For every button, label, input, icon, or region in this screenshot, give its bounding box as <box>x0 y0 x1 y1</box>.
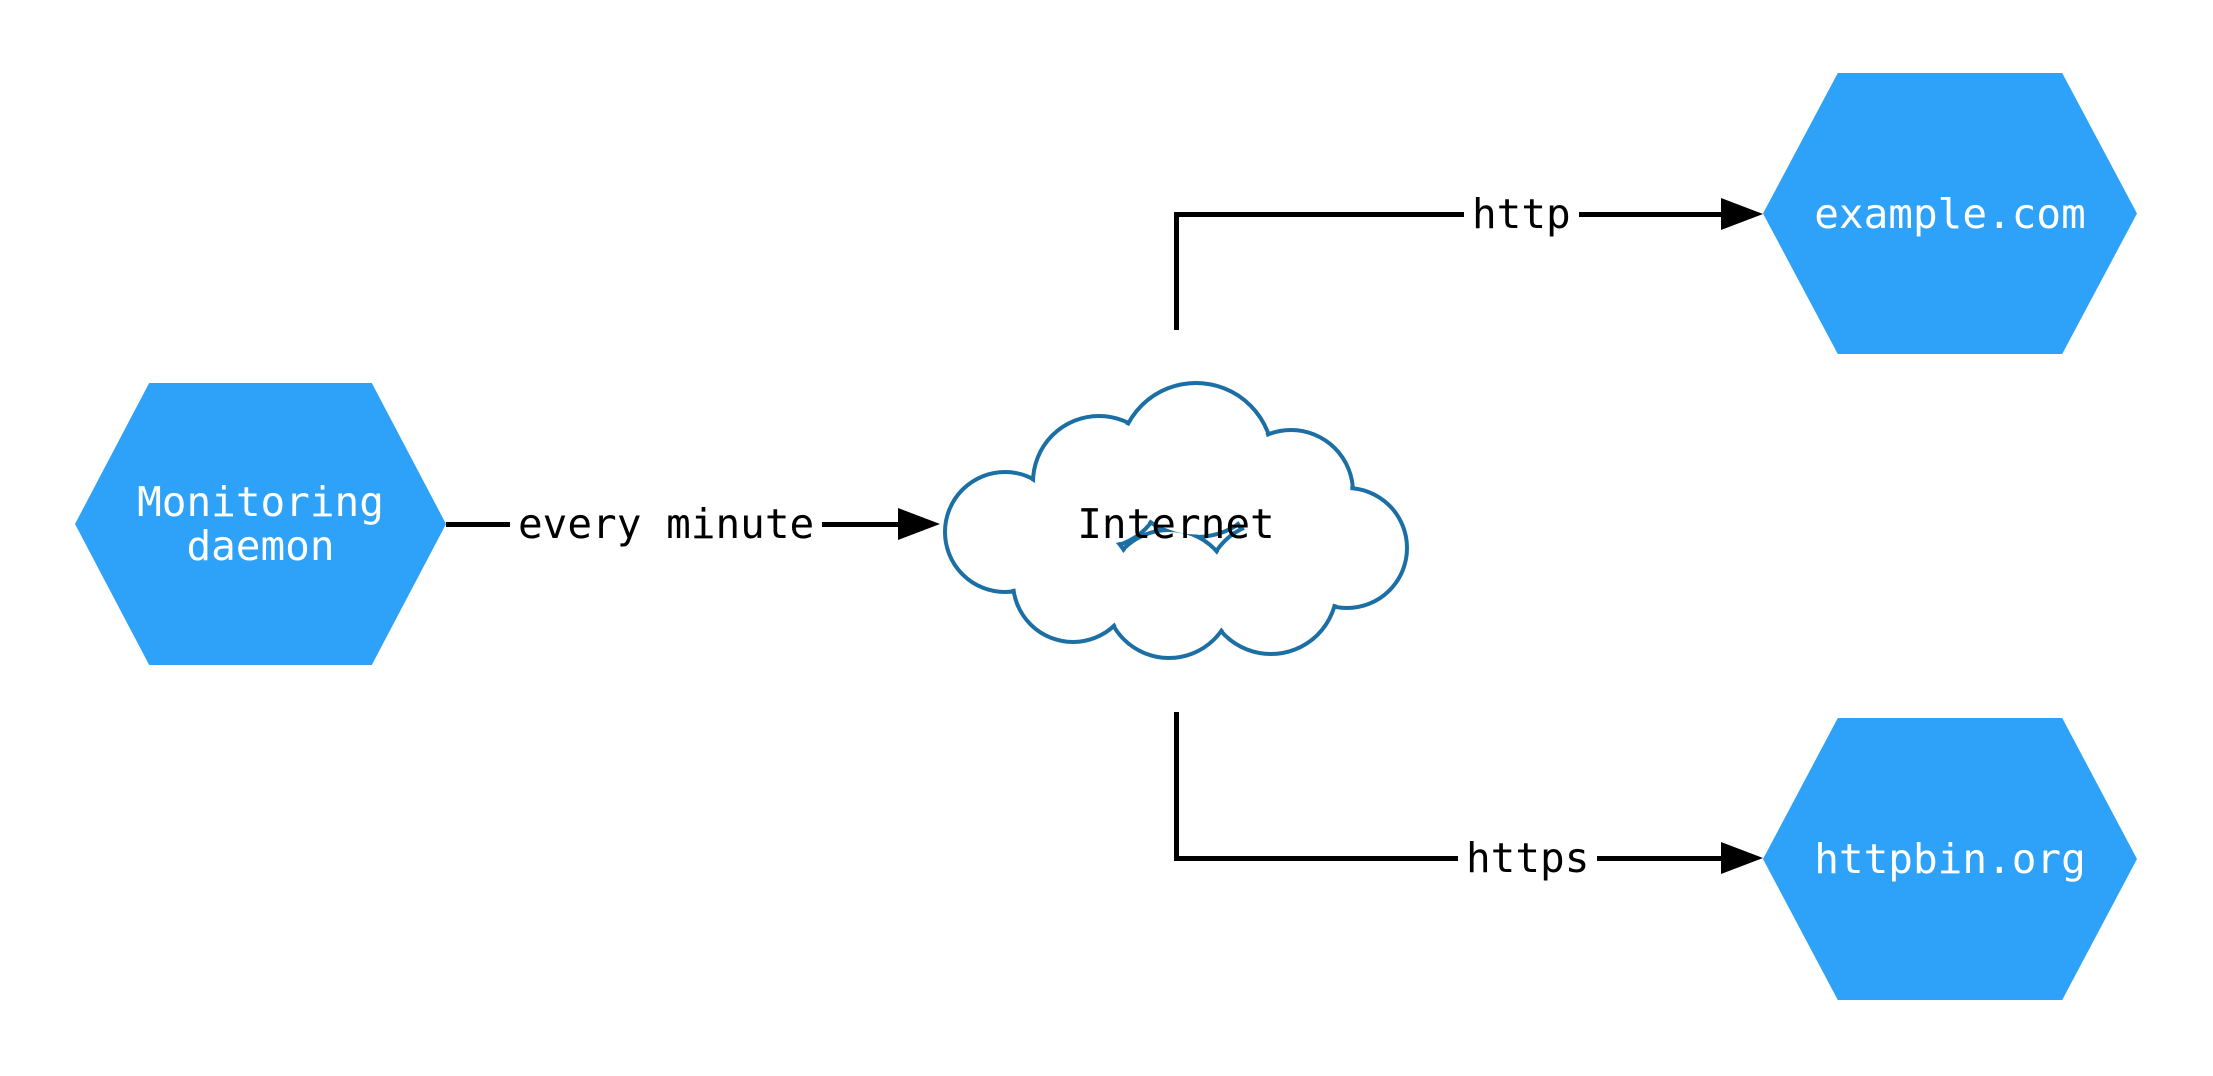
node-example-com: example.com <box>1763 73 2137 354</box>
edge-http-vertical <box>1174 212 1179 330</box>
arrowhead-icon <box>1721 198 1763 230</box>
edge-line-segment <box>1597 855 1721 861</box>
arrowhead-icon <box>898 508 940 540</box>
edge-https: https <box>1174 834 1763 882</box>
edge-line-segment <box>1578 211 1721 217</box>
node-label: example.com <box>1814 189 2086 238</box>
arrowhead-icon <box>1721 842 1763 874</box>
node-label-internet: Internet <box>1077 500 1275 548</box>
edge-https-vertical <box>1174 712 1179 860</box>
edge-line-segment <box>1174 855 1458 861</box>
edge-label-http: http <box>1472 190 1571 238</box>
node-internet: Internet <box>941 380 1411 662</box>
edge-line-segment <box>446 521 510 527</box>
edge-line-segment <box>822 521 898 527</box>
edge-http: http <box>1174 190 1763 238</box>
node-monitoring-daemon: Monitoring daemon <box>75 383 446 665</box>
node-label-line: daemon <box>186 522 335 570</box>
edge-line-segment <box>1174 211 1464 217</box>
edge-every-minute: every minute <box>446 500 940 548</box>
node-label: httpbin.org <box>1814 835 2086 883</box>
node-label-line: Monitoring <box>137 478 384 526</box>
edge-label-https: https <box>1466 834 1590 882</box>
edge-label-every-minute: every minute <box>518 500 815 548</box>
cloud-shape <box>943 381 1409 660</box>
node-httpbin-org: httpbin.org <box>1763 718 2137 1000</box>
